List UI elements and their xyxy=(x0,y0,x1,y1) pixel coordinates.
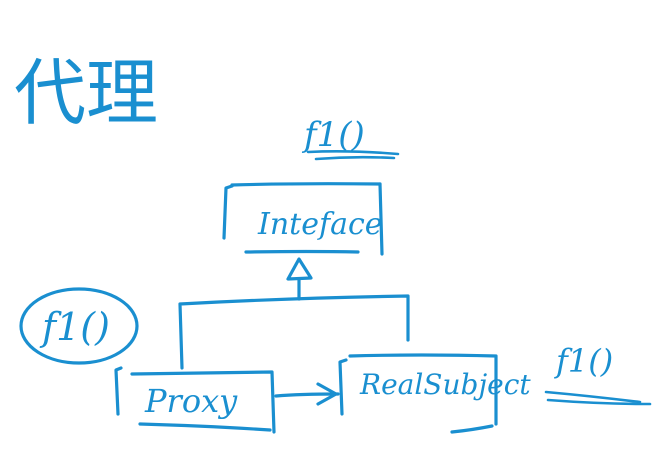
interface-method-underline-2 xyxy=(314,155,396,161)
diagram-title: 代理 xyxy=(14,51,158,135)
proxy-method-label: f1() xyxy=(39,305,110,349)
real-subject-method-underline-2 xyxy=(546,398,652,406)
real-subject-box xyxy=(338,353,498,434)
interface-box xyxy=(222,182,384,256)
inheritance-branch xyxy=(178,294,410,370)
real-subject-method-label: f1() xyxy=(554,342,613,380)
interface-label: Inteface xyxy=(257,207,383,242)
interface-method-underline xyxy=(306,150,400,156)
proxy-box xyxy=(114,366,276,434)
interface-method-label: f1() xyxy=(301,115,365,155)
delegation-arrow-head-icon xyxy=(316,382,338,406)
inheritance-arrow-icon xyxy=(286,257,313,281)
real-subject-label: RealSubject xyxy=(359,368,531,401)
delegation-arrow-line xyxy=(274,392,340,398)
real-subject-method-underline xyxy=(544,390,642,404)
proxy-label: Proxy xyxy=(144,382,238,420)
proxy-method-circle xyxy=(19,287,139,365)
